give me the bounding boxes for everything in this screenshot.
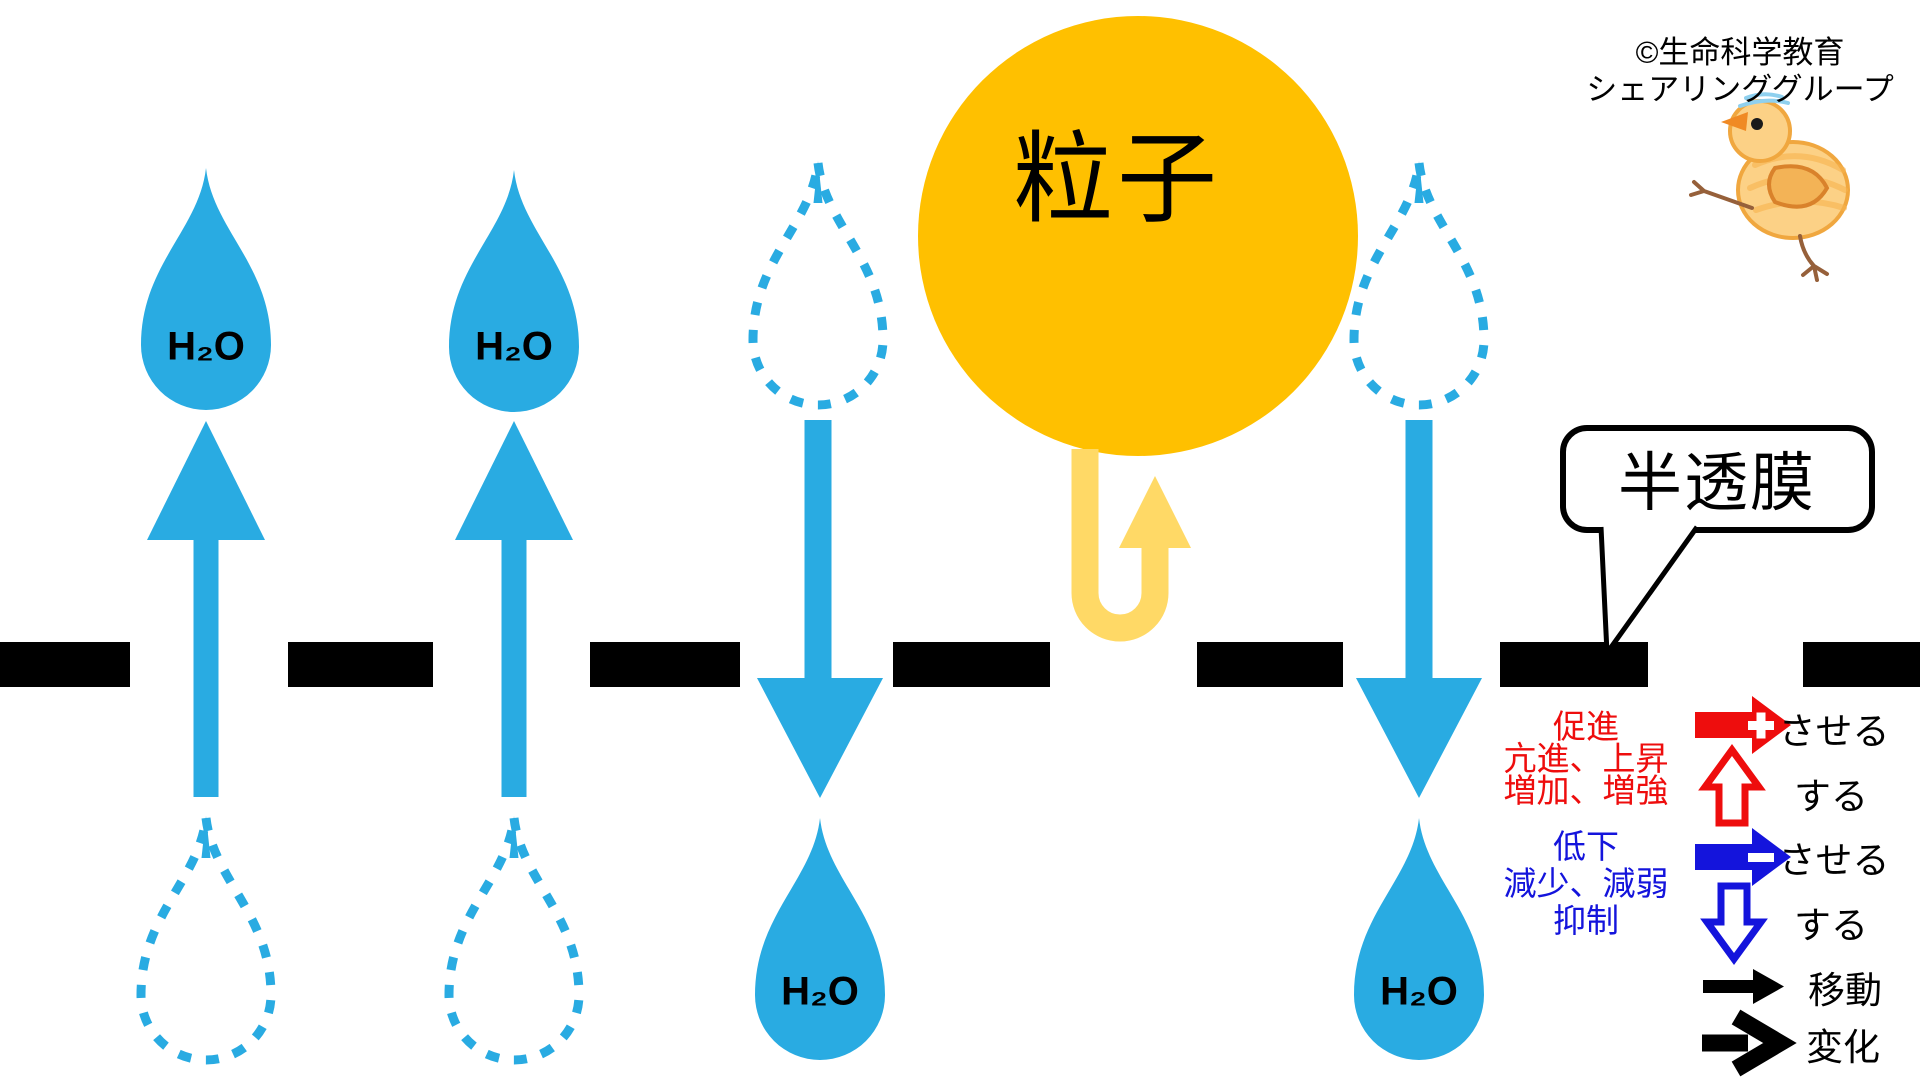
- membrane-segment: [1803, 642, 1920, 687]
- change-arrow-icon: [1702, 1009, 1797, 1077]
- legend-increase-line1: 促進: [1553, 708, 1619, 745]
- dotted-water-droplet: [1354, 161, 1484, 405]
- legend-increase-cause-label: させる: [1778, 711, 1890, 752]
- membrane-segment: [288, 642, 433, 687]
- legend-change-label: 変化: [1806, 1027, 1880, 1068]
- semipermeable-membrane: [0, 642, 1920, 687]
- legend-increase-line2: 亢進、上昇: [1503, 740, 1669, 777]
- chick-illustration: [1689, 92, 1850, 282]
- water-droplet: [755, 818, 885, 1060]
- legend-move-label: 移動: [1808, 970, 1882, 1011]
- uturn-arrow-icon: [1071, 449, 1191, 642]
- legend-icons: [1695, 696, 1797, 1077]
- water-label-1: H₂O: [167, 324, 245, 369]
- water-column-1: [141, 168, 271, 1060]
- up-arrow-icon: [455, 421, 573, 797]
- legend-decrease-terms: 低下 減少、減弱 抑制: [1494, 828, 1678, 939]
- decrease-do-arrow-icon: [1700, 882, 1768, 965]
- particle-label: 粒子: [1013, 123, 1221, 236]
- water-label-4: H₂O: [1380, 969, 1458, 1014]
- membrane-callout-label: 半透膜: [1618, 447, 1816, 519]
- promote-cause-arrow-icon: [1695, 696, 1791, 754]
- up-arrow-icon: [147, 421, 265, 797]
- water-column-4: [1354, 161, 1484, 1060]
- legend-decrease-line3: 抑制: [1553, 902, 1619, 939]
- legend-decrease-line1: 低下: [1553, 828, 1619, 865]
- dotted-water-droplet: [753, 161, 883, 405]
- dotted-water-droplet: [449, 816, 579, 1060]
- membrane-segment: [1500, 642, 1648, 687]
- membrane-segment: [893, 642, 1050, 687]
- membrane-segment: [1197, 642, 1343, 687]
- membrane-callout-bubble: [1560, 425, 1875, 661]
- water-label-2: H₂O: [475, 324, 553, 369]
- legend-increase-do-label: する: [1794, 776, 1868, 817]
- move-arrow-icon: [1703, 969, 1784, 1004]
- dotted-water-droplet: [141, 816, 271, 1060]
- legend-decrease-cause-label: させる: [1778, 840, 1890, 881]
- particle-circle: [918, 16, 1358, 456]
- legend-increase-terms: 促進 亢進、上昇 増加、増強: [1494, 708, 1678, 809]
- water-column-3: [753, 161, 885, 1060]
- decrease-cause-arrow-icon: [1695, 828, 1791, 886]
- promote-do-arrow-icon: [1698, 744, 1766, 827]
- water-label-3: H₂O: [781, 969, 859, 1014]
- down-arrow-icon: [757, 420, 883, 798]
- down-arrow-icon: [1356, 420, 1482, 798]
- legend-increase-line3: 増加、増強: [1503, 772, 1669, 809]
- copyright-line1: ©生命科学教育: [1635, 35, 1845, 70]
- legend-decrease-line2: 減少、減弱: [1503, 865, 1669, 902]
- water-droplet: [141, 168, 271, 410]
- legend-decrease-do-label: する: [1794, 905, 1868, 946]
- copyright-line2: シェアリンググループ: [1586, 72, 1894, 107]
- water-droplet: [1354, 818, 1484, 1060]
- copyright-text: ©生命科学教育 シェアリンググループ: [1554, 34, 1920, 108]
- water-column-2: [449, 170, 579, 1060]
- water-droplet: [449, 170, 579, 412]
- membrane-segment: [0, 642, 130, 687]
- membrane-segment: [590, 642, 740, 687]
